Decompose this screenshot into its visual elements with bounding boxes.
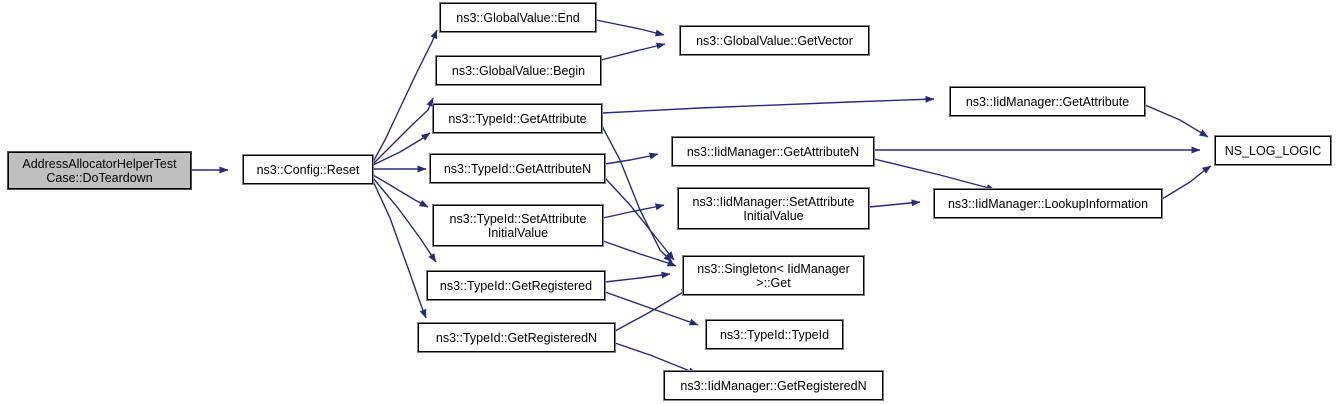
graph-node-label: ns3::IidManager::LookupInformation [947, 196, 1149, 211]
graph-node-iidGetAttrN[interactable]: ns3::IidManager::GetAttributeN [671, 136, 875, 167]
graph-node-iidLookup[interactable]: ns3::IidManager::LookupInformation [933, 188, 1163, 219]
graph-edge-tiGetRegN-to-singleton [614, 287, 691, 332]
graph-edge-reset-to-gvEnd [372, 29, 438, 163]
graph-node-label: ns3::GlobalValue::Begin [451, 63, 586, 78]
graph-edge-tiGetAttr-to-iidGetAttr [601, 95, 935, 114]
graph-node-label: ns3::IidManager::GetAttributeN [686, 144, 860, 159]
graph-node-label: ns3::TypeId::TypeId [719, 327, 830, 342]
graph-edge-tiGetReg-to-tiTypeId [604, 291, 699, 326]
graph-edge-gvEnd-to-gvVector [595, 19, 665, 37]
graph-node-tiSetAttrIV[interactable]: ns3::TypeId::SetAttribute InitialValue [432, 204, 604, 247]
graph-node-iidSetAttrIV[interactable]: ns3::IidManager::SetAttribute InitialVal… [677, 187, 870, 230]
graph-node-label: ns3::GlobalValue::GetVector [696, 33, 853, 48]
graph-node-gvBegin[interactable]: ns3::GlobalValue::Begin [435, 55, 602, 86]
graph-node-label: ns3::TypeId::SetAttribute InitialValue [449, 211, 587, 240]
graph-node-label: ns3::TypeId::GetAttributeN [443, 161, 592, 176]
graph-node-label: ns3::GlobalValue::End [456, 10, 580, 25]
graph-edge-tiSetAttrIV-to-singleton [602, 240, 677, 267]
graph-edge-reset-to-tiGetReg [372, 177, 437, 263]
graph-edge-tiGetAttrN-to-singleton [604, 177, 675, 261]
graph-edge-tiSetAttrIV-to-iidSetAttrIV [602, 203, 665, 219]
graph-node-label: ns3::IidManager::GetRegisteredN [680, 378, 867, 393]
graph-node-label: ns3::TypeId::GetRegistered [439, 278, 593, 293]
graph-node-iidGetRegN[interactable]: ns3::IidManager::GetRegisteredN [663, 370, 884, 401]
graph-node-label: ns3::Config::Reset [256, 162, 360, 177]
graph-edge-reset-to-tiSetAttrIV [372, 174, 429, 208]
graph-edge-gvBegin-to-gvVector [600, 42, 666, 61]
graph-node-tiGetReg[interactable]: ns3::TypeId::GetRegistered [426, 270, 606, 301]
graph-edge-tiGetAttrN-to-iidGetAttrN [604, 152, 659, 165]
graph-node-tiGetRegN[interactable]: ns3::TypeId::GetRegisteredN [417, 322, 616, 353]
graph-edge-tiGetRegN-to-iidGetRegN [614, 342, 698, 375]
graph-node-root[interactable]: AddressAllocatorHelperTest Case::DoTeard… [7, 151, 192, 190]
graph-edge-tiGetReg-to-singleton [604, 271, 671, 283]
graph-node-label: ns3::IidManager::GetAttribute [965, 94, 1130, 109]
graph-edge-iidSetAttrIV-to-iidLookup [868, 199, 921, 208]
graph-node-label: ns3::Singleton< IidManager >::Get [697, 261, 850, 290]
graph-edge-reset-to-gvBegin [372, 97, 434, 165]
graph-node-singleton[interactable]: ns3::Singleton< IidManager >::Get [682, 255, 865, 296]
graph-node-label: NS_LOG_LOGIC [1224, 143, 1322, 158]
graph-node-label: AddressAllocatorHelperTest Case::DoTeard… [22, 156, 177, 185]
graph-edge-reset-to-tiGetRegN [372, 180, 427, 319]
graph-node-tiGetAttr[interactable]: ns3::TypeId::GetAttribute [432, 103, 603, 134]
graph-node-label: ns3::TypeId::GetAttribute [448, 111, 587, 126]
graph-node-reset[interactable]: ns3::Config::Reset [242, 154, 374, 185]
graph-node-gvEnd[interactable]: ns3::GlobalValue::End [439, 2, 597, 33]
graph-edge-iidLookup-to-nsLogLogic [1161, 165, 1212, 200]
graph-node-iidGetAttr[interactable]: ns3::IidManager::GetAttribute [949, 86, 1146, 117]
graph-edge-tiGetAttr-to-singleton [601, 125, 673, 263]
graph-node-tiGetAttrN[interactable]: ns3::TypeId::GetAttributeN [429, 153, 606, 184]
graph-edge-reset-to-tiGetAttr [372, 132, 431, 166]
graph-node-label: ns3::TypeId::GetRegisteredN [435, 330, 598, 345]
graph-edge-iidGetAttr-to-nsLogLogic [1144, 104, 1209, 138]
graph-node-label: ns3::IidManager::SetAttribute InitialVal… [692, 194, 855, 223]
graph-edge-iidGetAttrN-to-iidLookup [873, 158, 996, 191]
graph-node-nsLogLogic[interactable]: NS_LOG_LOGIC [1214, 135, 1332, 166]
graph-node-tiTypeId[interactable]: ns3::TypeId::TypeId [705, 319, 844, 350]
graph-node-gvVector[interactable]: ns3::GlobalValue::GetVector [679, 25, 870, 56]
